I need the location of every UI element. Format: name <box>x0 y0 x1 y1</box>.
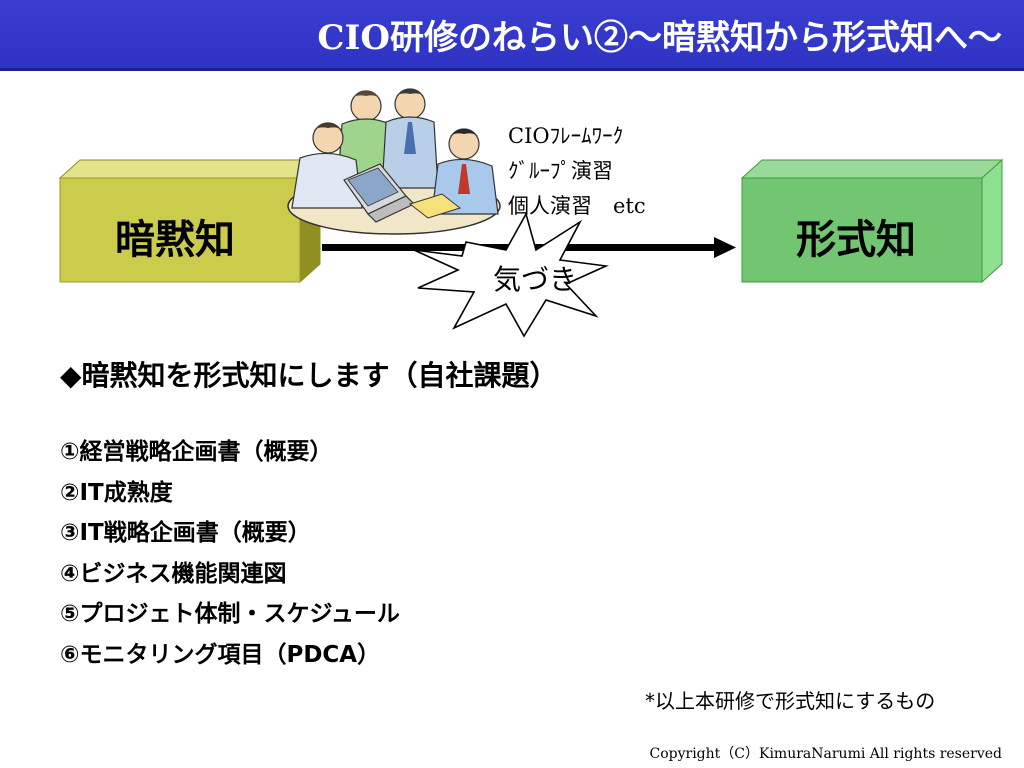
list-item: ②IT成熟度 <box>60 479 173 506</box>
insight-burst-icon <box>413 211 609 338</box>
list-item: ⑤プロジェト体制・スケジュール <box>60 601 400 627</box>
method-item: 個人演習 etc <box>508 194 646 218</box>
explicit-knowledge-label: 形式知 <box>796 217 916 263</box>
explicit-knowledge-box <box>740 158 1004 284</box>
method-item: CIOﾌﾚｰﾑﾜｰｸ <box>508 124 624 148</box>
tacit-knowledge-label: 暗黙知 <box>115 217 235 263</box>
footnote: *以上本研修で形式知にするもの <box>645 689 936 713</box>
insight-label: 気づき <box>493 263 578 296</box>
tacit-box-top <box>58 159 322 179</box>
list-item: ⑥モニタリング項目（PDCA） <box>60 641 381 668</box>
list-item: ③IT戦略企画書（概要） <box>60 520 311 546</box>
methods-list: CIOﾌﾚｰﾑﾜｰｸ ｸﾞﾙｰﾌﾟ演習 個人演習 etc <box>508 119 646 224</box>
task-list: ①経営戦略企画書（概要） ②IT成熟度 ③IT戦略企画書（概要） ④ビジネス機能… <box>60 432 400 675</box>
copyright-text: Copyright（C）KimuraNarumi All rights rese… <box>649 746 1003 762</box>
list-item: ④ビジネス機能関連図 <box>60 560 287 587</box>
tacit-box-front <box>59 177 301 283</box>
explicit-box-side <box>981 158 1003 284</box>
section-heading: ◆暗黙知を形式知にします（自社課題） <box>60 359 558 392</box>
title-bar: CIO研修のねらい②～暗黙知から形式知へ～ <box>0 0 1024 68</box>
slide-title: CIO研修のねらい②～暗黙知から形式知へ～ <box>317 18 1002 58</box>
tacit-knowledge-box <box>58 158 322 284</box>
explicit-box-front <box>741 177 983 283</box>
explicit-box-top <box>740 159 1004 179</box>
meeting-people-clipart-icon <box>287 88 501 235</box>
method-item: ｸﾞﾙｰﾌﾟ演習 <box>508 159 613 183</box>
list-item: ①経営戦略企画書（概要） <box>60 439 333 465</box>
